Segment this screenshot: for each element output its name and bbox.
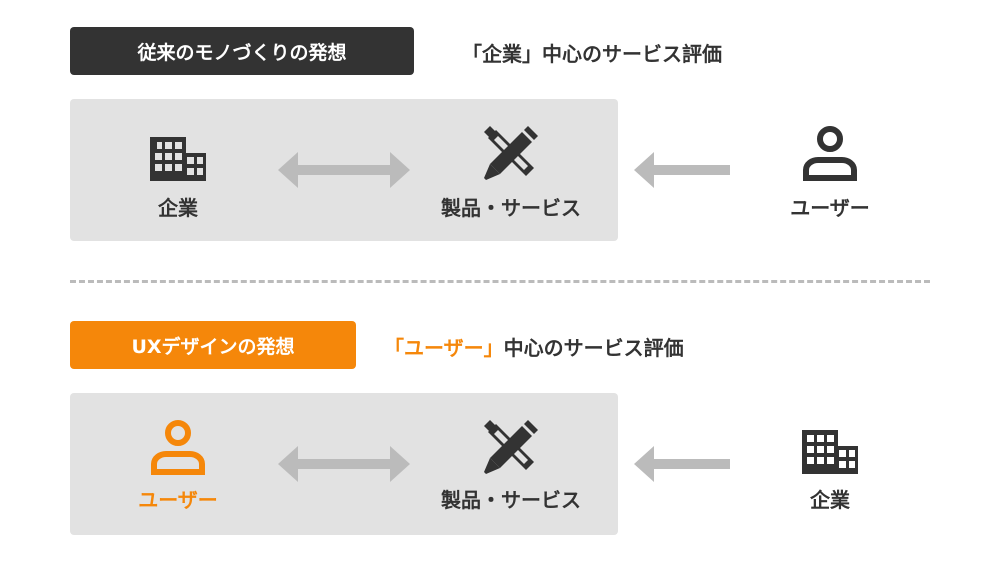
- double-arrow-icon: [278, 152, 410, 192]
- traditional-approach-tag-label: 従来のモノづくりの発想: [137, 41, 347, 64]
- traditional-approach-tag: 従来のモノづくりの発想: [70, 27, 414, 75]
- ux-approach-tag: UXデザインの発想: [70, 321, 356, 369]
- section-divider: [70, 280, 930, 283]
- ux-left-label: ユーザー: [138, 488, 218, 512]
- tools-icon: [484, 126, 538, 180]
- user-icon: [150, 420, 206, 476]
- double-arrow-icon: [278, 446, 410, 486]
- traditional-center-label: 製品・サービス: [441, 196, 581, 220]
- traditional-caption-focus: 「企業」: [462, 42, 542, 66]
- ux-right-label: 企業: [810, 488, 850, 512]
- traditional-caption: 「企業」中心のサービス評価: [462, 38, 722, 67]
- building-icon: [802, 422, 858, 474]
- ux-center-label: 製品・サービス: [441, 488, 581, 512]
- ux-caption-rest: 中心のサービス評価: [503, 336, 684, 360]
- left-arrow-icon: [634, 152, 730, 192]
- left-arrow-icon: [634, 446, 730, 486]
- ux-caption-focus: 「ユーザー」: [384, 336, 504, 360]
- ux-approach-tag-label: UXデザインの発想: [131, 335, 295, 358]
- ux-caption: 「ユーザー」中心のサービス評価: [384, 332, 684, 361]
- traditional-caption-rest: 中心のサービス評価: [542, 42, 722, 66]
- user-icon: [802, 126, 858, 182]
- building-icon: [150, 129, 206, 181]
- tools-icon: [484, 420, 538, 474]
- traditional-left-label: 企業: [158, 196, 198, 220]
- traditional-right-label: ユーザー: [790, 196, 870, 220]
